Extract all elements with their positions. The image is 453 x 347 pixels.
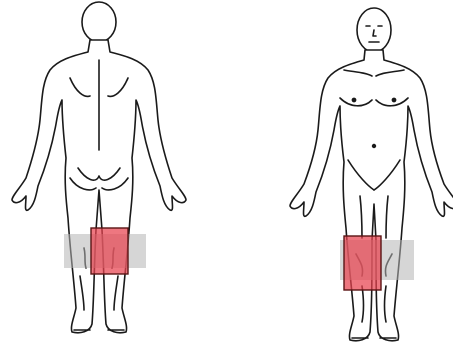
- front-right-nipple: [392, 98, 395, 101]
- front-view-figure: [290, 8, 453, 341]
- front-body-outline: [290, 50, 453, 341]
- back-highlight-box: [91, 228, 128, 274]
- back-view-highlight: [64, 228, 146, 274]
- front-left-nipple: [352, 98, 355, 101]
- back-head: [82, 2, 116, 42]
- back-view-figure: [12, 2, 186, 333]
- front-view-highlight: [340, 236, 414, 290]
- front-highlight-box: [344, 236, 381, 290]
- front-navel: [373, 145, 376, 148]
